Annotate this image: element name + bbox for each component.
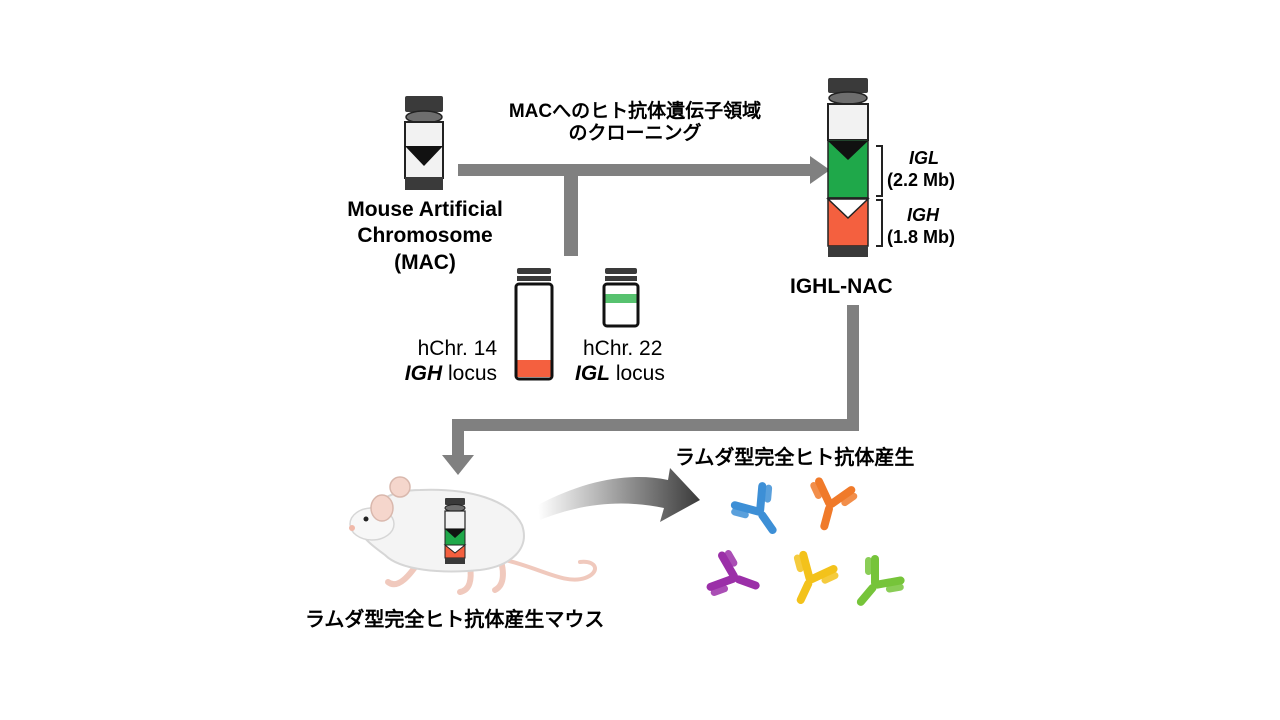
ighl-nac-label: IGHL-NAC — [790, 275, 893, 298]
antibody-group — [706, 477, 905, 606]
mac-label-line3: (MAC) — [394, 250, 456, 274]
mac-label: Mouse Artificial Chromosome (MAC) — [325, 197, 525, 276]
igh-annotation: IGH (1.8 Mb) — [887, 205, 955, 249]
production-arrow — [538, 468, 700, 522]
hchr14-locus-gene: IGH — [404, 362, 443, 386]
antibody-green — [856, 555, 905, 606]
bottom-arrow — [442, 305, 859, 475]
cloning-label: MACへのヒト抗体遺伝子領域 のクローニング — [480, 101, 790, 145]
hchr14-chromosome — [514, 268, 554, 381]
igl-size-label: (2.2 Mb) — [887, 169, 956, 190]
antibody-caption: ラムダ型完全ヒト抗体産生 — [675, 447, 915, 469]
hchr14-locus-text: locus — [442, 362, 497, 386]
hchr22-locus-text: locus — [610, 362, 665, 386]
hchr-connector — [564, 164, 578, 256]
mouse-caption: ラムダ型完全ヒト抗体産生マウス — [305, 609, 605, 631]
hchr22-locus: IGL locus — [575, 361, 665, 386]
antibody-orange — [810, 477, 858, 531]
mac-label-line2: Chromosome — [357, 224, 493, 248]
hchr14-locus: IGH locus — [405, 361, 497, 386]
ighl-nac-chromosome — [826, 78, 870, 257]
cloning-label-line1: MACへのヒト抗体遺伝子領域 — [508, 101, 762, 122]
top-arrow — [458, 156, 830, 184]
hchr14-label: hChr. 14 IGH locus — [405, 336, 497, 386]
igl-gene-label: IGL — [909, 148, 939, 168]
hchr22-label: hChr. 22 IGL locus — [575, 336, 665, 386]
igh-size-label: (1.8 Mb) — [887, 226, 956, 247]
mac-label-line1: Mouse Artificial — [347, 198, 503, 221]
hchr22-chromosome — [602, 268, 640, 328]
mouse-chromosome — [443, 498, 467, 564]
cloning-label-line2: のクローニング — [568, 122, 702, 144]
mac-chromosome — [404, 96, 444, 190]
igl-annotation: IGL (2.2 Mb) — [887, 148, 955, 192]
hchr22-locus-gene: IGL — [575, 362, 610, 386]
mouse-illustration — [349, 476, 597, 595]
antibody-purple — [706, 550, 760, 596]
igh-gene-label: IGH — [907, 205, 940, 225]
antibody-yellow — [793, 550, 839, 604]
hchr22-name: hChr. 22 — [583, 337, 663, 360]
antibody-blue — [730, 482, 777, 535]
hchr14-name: hChr. 14 — [417, 337, 497, 360]
igl-bracket — [876, 145, 883, 247]
